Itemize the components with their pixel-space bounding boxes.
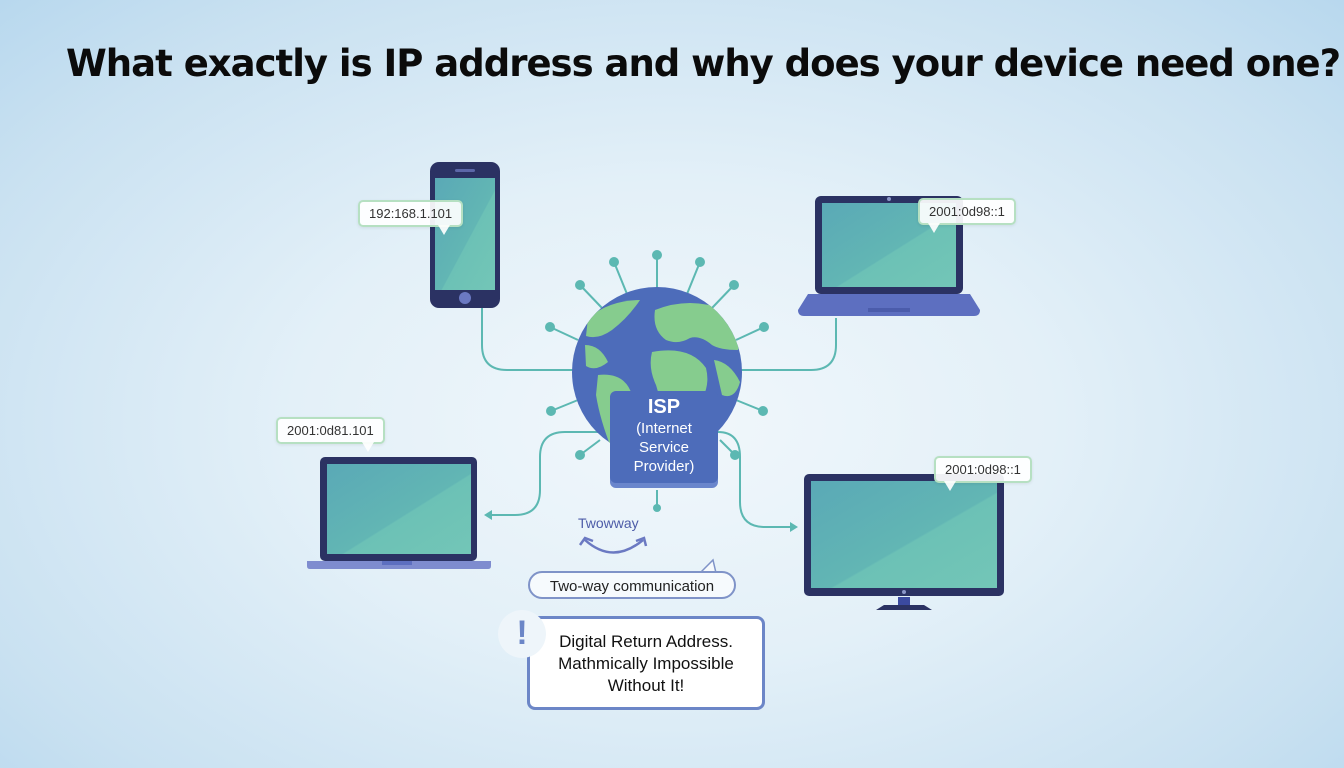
note-line-3: Without It! xyxy=(607,676,685,695)
smartphone-icon xyxy=(430,162,500,308)
isp-box: ISP (Internet Service Provider) xyxy=(610,391,718,483)
isp-line-3: Provider) xyxy=(633,458,695,475)
two-way-communication-pill: Two-way communication xyxy=(528,571,736,599)
two-way-label-small: Twowway xyxy=(578,515,639,531)
ip-bubble-smartphone: 192:168.1.101 xyxy=(358,200,464,235)
ip-bubble-laptop-top-right: 2001:0d98::1 xyxy=(918,198,1016,233)
exclamation-icon: ! xyxy=(498,610,546,658)
isp-heading: ISP xyxy=(647,396,681,418)
laptop-icon-left xyxy=(307,457,491,569)
monitor-icon-right xyxy=(804,474,1004,610)
ip-bubble-monitor-right: 2001:0d98::1 xyxy=(934,456,1032,491)
page-title: What exactly is IP address and why does … xyxy=(66,42,1341,85)
connector-lines xyxy=(481,308,837,528)
two-way-arrow-icon xyxy=(578,536,648,554)
globe-spokes xyxy=(545,250,769,460)
isp-line-1: (Internet xyxy=(636,420,692,437)
return-address-note: Digital Return Address. Mathmically Impo… xyxy=(527,616,765,710)
isp-line-2: Service xyxy=(638,439,690,456)
ip-bubble-laptop-left: 2001:0d81.101 xyxy=(276,417,385,452)
note-line-1: Digital Return Address. xyxy=(559,632,733,651)
note-line-2: Mathmically Impossible xyxy=(558,654,734,673)
